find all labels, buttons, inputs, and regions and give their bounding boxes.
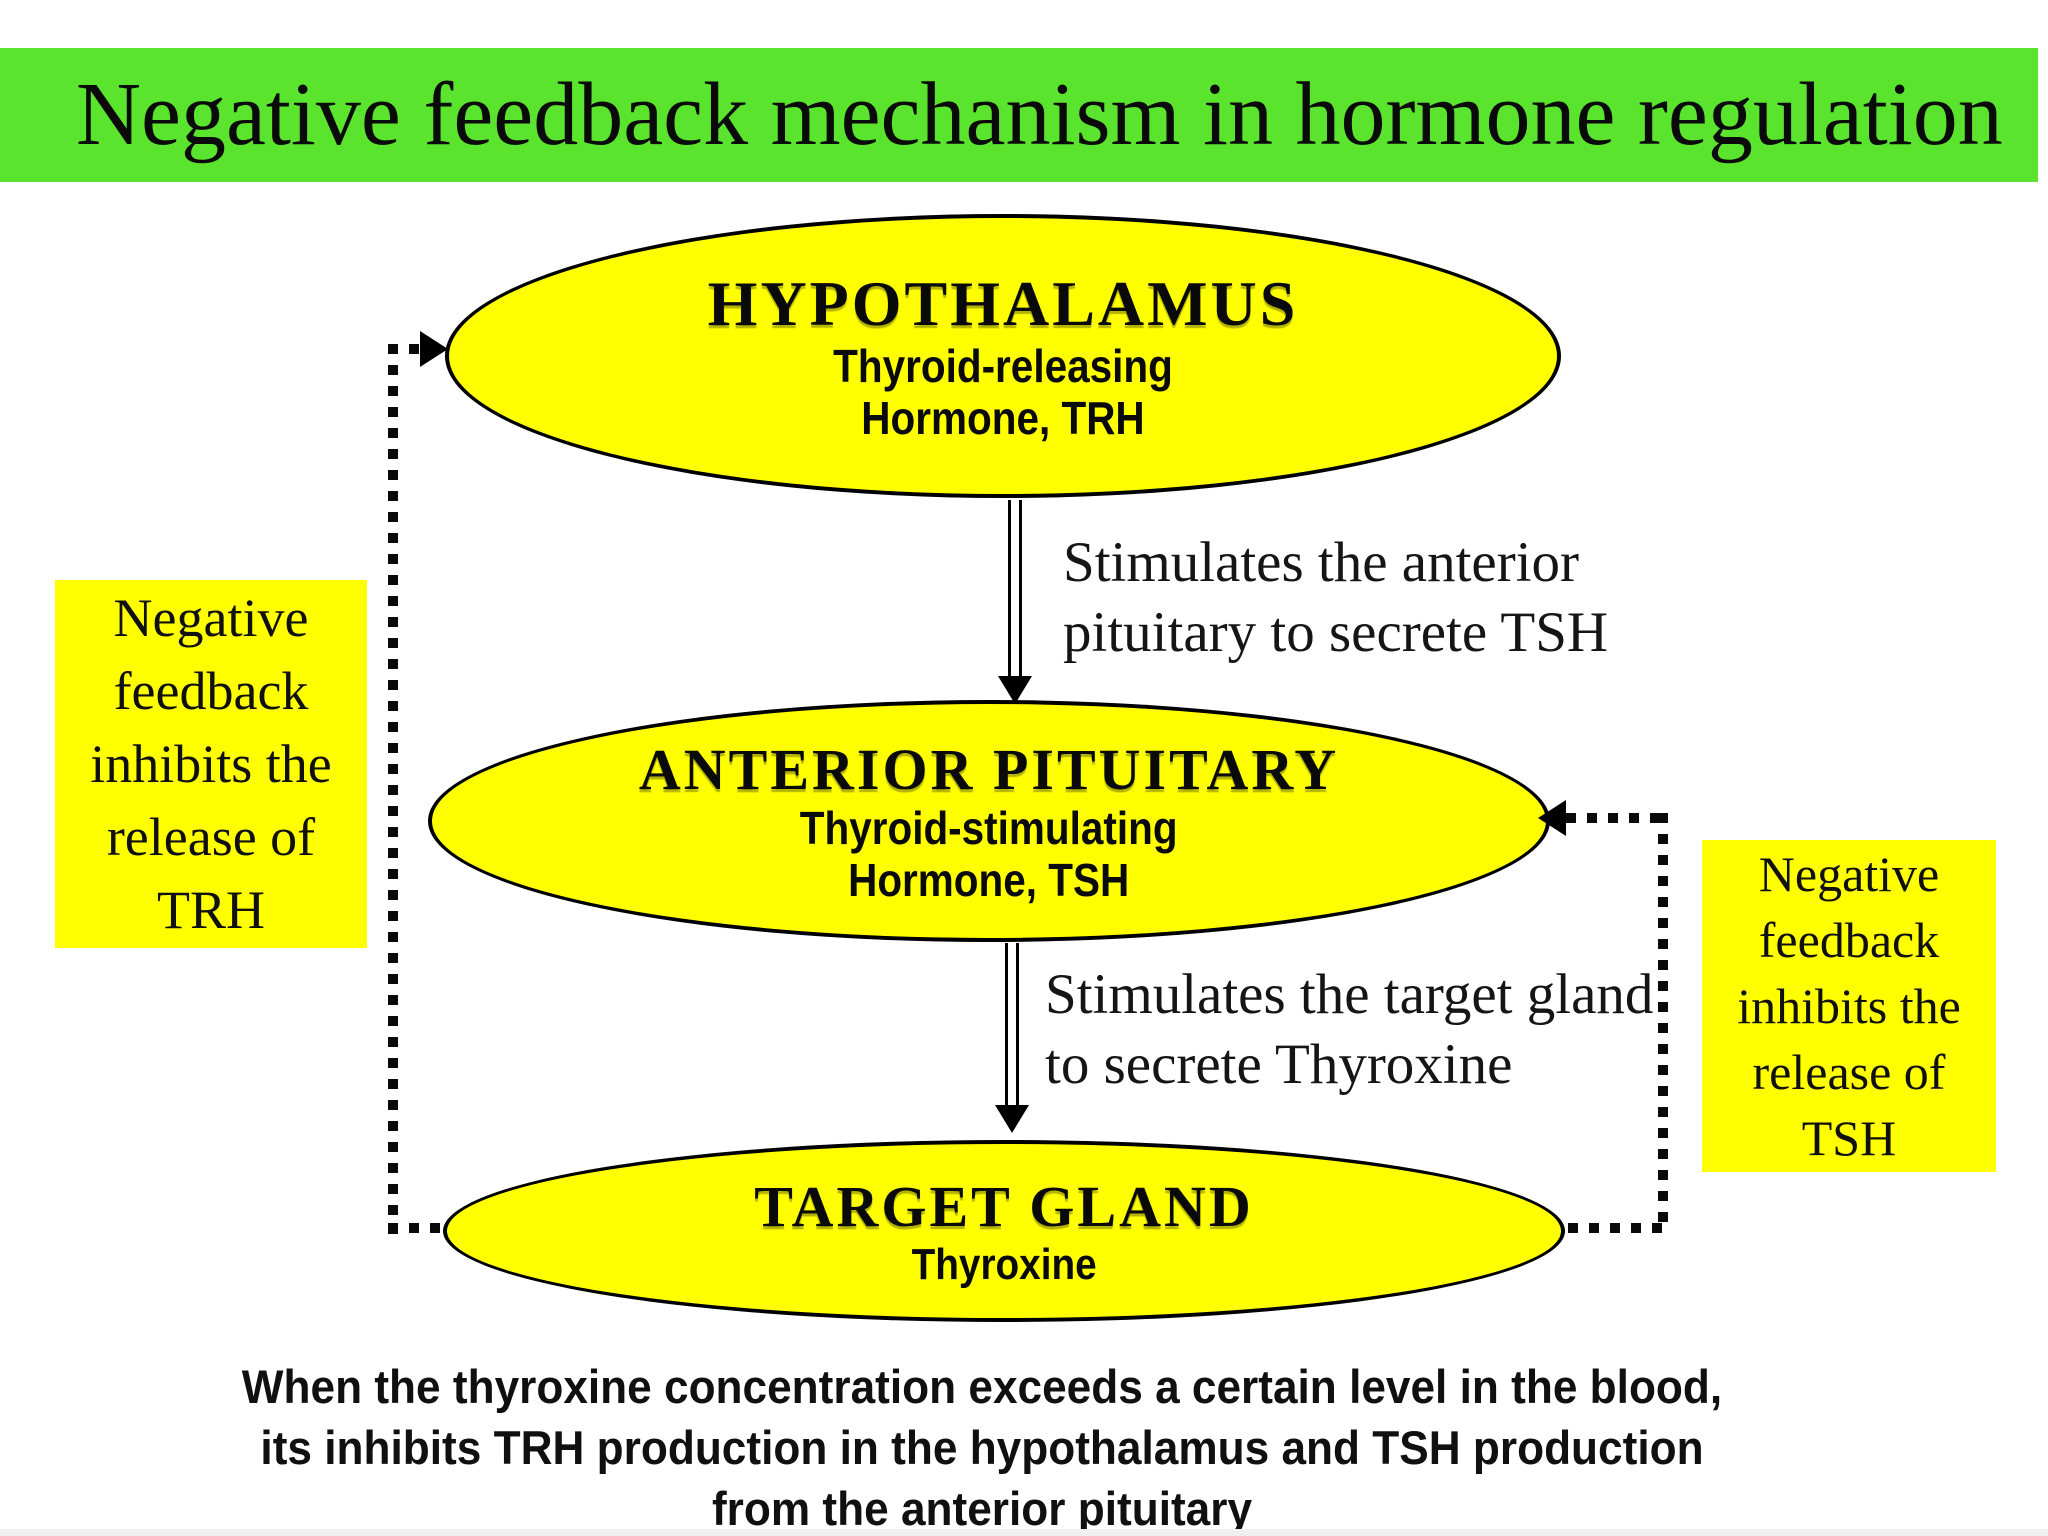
arrow2-label-line2: to secrete Thyroxine (1045, 1033, 1513, 1097)
feedback-box-trh-line5: TRH (157, 879, 265, 940)
caption-line1: When the thyroxine concentration exceeds… (241, 1360, 1723, 1413)
node-hypothalamus: HYPOTHALAMUS Thyroid-releasing Hormone, … (445, 214, 1561, 498)
feedback-box-tsh: Negative feedback inhibits the release o… (1702, 840, 1996, 1172)
node-anterior-pituitary-sub-line2: Hormone, TSH (848, 853, 1130, 906)
feedback-right-dotted-horizontal-top (1566, 813, 1666, 823)
feedback-box-tsh-line4: release of (1752, 1044, 1946, 1100)
feedback-box-tsh-line5: TSH (1801, 1110, 1897, 1166)
node-hypothalamus-subtitle: Thyroid-releasing Hormone, TRH (833, 341, 1173, 444)
bottom-edge-strip (0, 1529, 2048, 1536)
right-arrowhead-icon (420, 331, 448, 367)
node-anterior-pituitary: ANTERIOR PITUITARY Thyroid-stimulating H… (428, 700, 1550, 942)
node-anterior-pituitary-sub-line1: Thyroid-stimulating (800, 801, 1178, 854)
feedback-left-dotted-vertical-line (388, 344, 398, 1234)
arrow2-label: Stimulates the target gland to secrete T… (1045, 960, 1653, 1100)
page-title: Negative feedback mechanism in hormone r… (76, 65, 2003, 164)
feedback-box-trh-line4: release of (106, 806, 316, 867)
title-bar: Negative feedback mechanism in hormone r… (0, 48, 2038, 182)
caption: When the thyroxine concentration exceeds… (136, 1356, 1828, 1536)
arrow-shaft-hypothalamus-to-pituitary (1008, 500, 1022, 676)
node-target-gland-sub-line1: Thyroxine (911, 1239, 1097, 1289)
arrow1-label: Stimulates the anterior pituitary to sec… (1063, 528, 1608, 668)
arrow2-label-line1: Stimulates the target gland (1045, 963, 1654, 1026)
arrow-shaft-pituitary-to-target (1005, 943, 1019, 1105)
caption-line2: its inhibits TRH production in the hypot… (260, 1421, 1704, 1474)
arrow1-label-line1: Stimulates the anterior (1063, 531, 1580, 594)
left-arrowhead-icon (1538, 800, 1566, 836)
feedback-box-trh-line1: Negative (113, 587, 309, 648)
caption-line3: from the anterior pituitary (711, 1482, 1253, 1535)
node-anterior-pituitary-heading: ANTERIOR PITUITARY (638, 736, 1340, 802)
feedback-left-dotted-horizontal-top (388, 344, 422, 354)
feedback-box-tsh-line1: Negative (1758, 846, 1940, 902)
feedback-box-trh-line2: feedback (113, 660, 309, 721)
down-arrowhead-icon (995, 1105, 1029, 1133)
node-hypothalamus-sub-line1: Thyroid-releasing (833, 340, 1173, 393)
node-target-gland: TARGET GLAND Thyroxine (443, 1140, 1565, 1322)
arrow1-label-line2: pituitary to secrete TSH (1063, 601, 1609, 665)
feedback-left-dotted-horizontal-bottom (388, 1223, 446, 1233)
feedback-right-dotted-horizontal-bottom (1568, 1223, 1668, 1233)
node-hypothalamus-sub-line2: Hormone, TRH (861, 392, 1145, 444)
feedback-box-tsh-line2: feedback (1758, 912, 1940, 968)
feedback-right-dotted-vertical-line (1658, 813, 1668, 1233)
feedback-box-tsh-line3: inhibits the (1737, 978, 1961, 1034)
feedback-box-trh-line3: inhibits the (90, 733, 332, 794)
node-anterior-pituitary-subtitle: Thyroid-stimulating Hormone, TSH (800, 801, 1178, 906)
node-target-gland-subtitle: Thyroxine (911, 1240, 1096, 1289)
node-hypothalamus-heading: HYPOTHALAMUS (707, 268, 1299, 340)
feedback-box-trh: Negative feedback inhibits the release o… (55, 580, 367, 948)
node-target-gland-heading: TARGET GLAND (754, 1173, 1254, 1239)
